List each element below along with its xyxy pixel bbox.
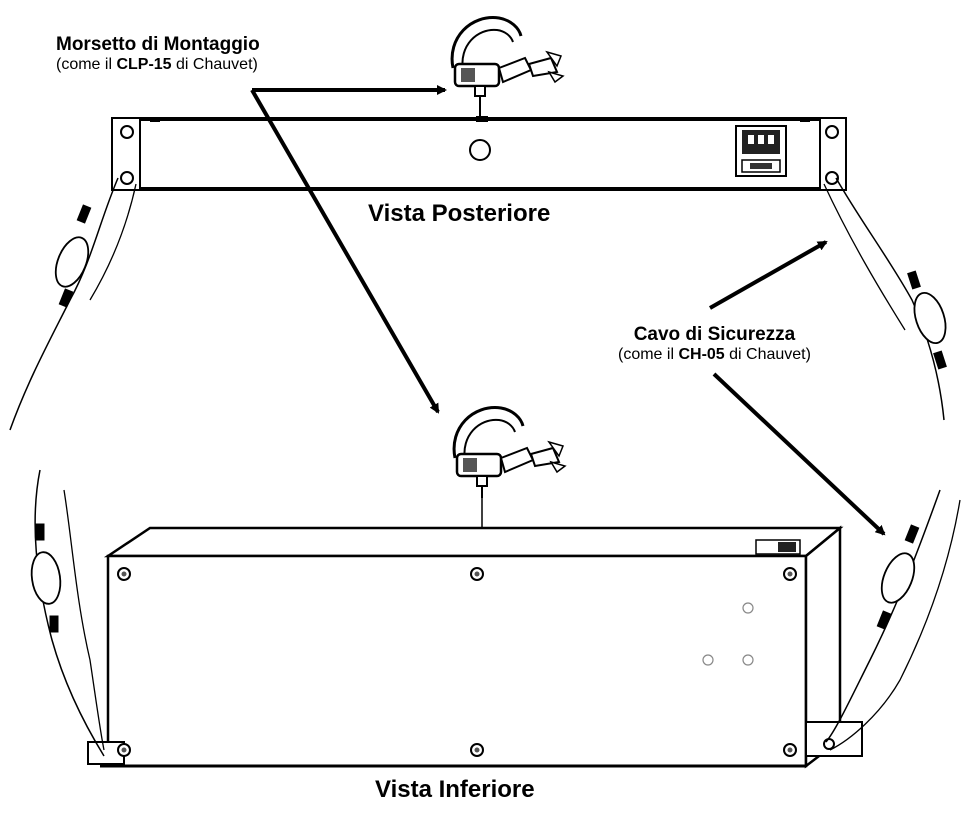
clamp-label-subtitle: (come il CLP-15 di Chauvet)	[56, 56, 260, 74]
cable-label-title: Cavo di Sicurezza	[633, 324, 796, 345]
cable-label-model: CH-05	[678, 346, 725, 363]
bottom-chassis	[87, 525, 863, 769]
clamp-label-sub-post: di Chauvet)	[171, 56, 258, 73]
safety-cable-icon	[9, 177, 961, 757]
clamp-label-model: CLP-15	[116, 56, 172, 73]
cable-label: Cavo di Sicurezza (come il CH-05 di Chau…	[618, 324, 811, 364]
clamp-label-sub-pre: (come il	[56, 56, 117, 73]
callout-arrows	[250, 85, 886, 536]
mounting-clamp-icon	[452, 406, 567, 500]
cable-label-sub-pre: (come il	[618, 346, 679, 363]
clamp-label: Morsetto di Montaggio (come il CLP-15 di…	[56, 34, 260, 74]
mounting-clamp-icon	[450, 16, 565, 110]
bottom-view-title: Vista Inferiore	[375, 776, 535, 803]
cable-label-sub-post: di Chauvet)	[724, 346, 811, 363]
cable-label-subtitle: (come il CH-05 di Chauvet)	[618, 346, 811, 364]
power-inlet-icon	[735, 125, 787, 177]
rear-view-title: Vista Posteriore	[368, 200, 551, 227]
clamp-label-title: Morsetto di Montaggio	[56, 34, 260, 55]
rear-panel	[111, 106, 847, 191]
